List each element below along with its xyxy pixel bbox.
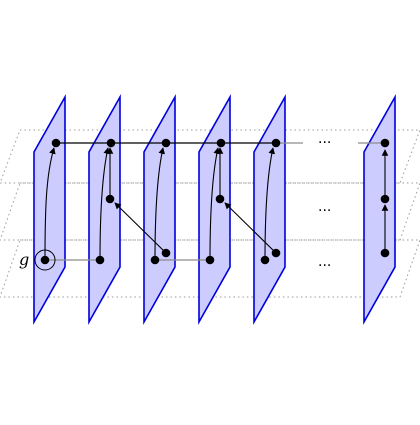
node-s5-low <box>271 248 281 258</box>
node-s3-top <box>161 138 171 148</box>
sheet-1 <box>33 93 66 326</box>
arrow-s2a <box>99 147 110 261</box>
diag-arrow-1 <box>114 202 167 254</box>
node-s5-mid <box>260 255 270 265</box>
node-s4-top <box>216 138 226 148</box>
ellipsis-middle: ··· <box>318 203 331 219</box>
node-final-mid <box>380 194 390 204</box>
sheet-5 <box>253 93 286 326</box>
node-s2-mid <box>105 194 115 204</box>
arrow-s5 <box>264 147 275 261</box>
plane-top <box>0 129 420 184</box>
node-final-top <box>380 138 390 148</box>
node-final-low <box>380 248 390 258</box>
plane-middle <box>0 182 420 241</box>
node-s4-low <box>205 255 215 265</box>
arrow-s3 <box>154 147 165 261</box>
node-s1-g <box>40 255 50 265</box>
sheet-3 <box>143 93 176 326</box>
node-g-ring <box>34 249 56 271</box>
node-s5-top <box>271 138 281 148</box>
sheet-final <box>363 93 396 326</box>
node-s3-low <box>161 248 171 258</box>
node-s4-mid <box>215 194 225 204</box>
planes <box>0 129 420 298</box>
diag-arrow-2 <box>224 202 277 254</box>
node-s2-top <box>106 138 116 148</box>
node-g-label: g <box>19 250 29 269</box>
sheet-4 <box>198 93 231 326</box>
nodes <box>40 138 390 265</box>
plane-bottom <box>0 239 420 298</box>
sheets <box>33 93 396 326</box>
node-s3-mid <box>150 255 160 265</box>
arrow-s1 <box>44 147 56 261</box>
ellipsis-top: ··· <box>318 135 331 151</box>
arrow-s4a <box>209 147 220 261</box>
node-s1-top <box>51 138 61 148</box>
node-s2-low <box>95 255 105 265</box>
diagonal-arrows <box>114 202 277 254</box>
curved-arrows <box>44 147 275 261</box>
sheet-2 <box>88 93 121 326</box>
ellipsis-bottom: ··· <box>318 258 331 274</box>
